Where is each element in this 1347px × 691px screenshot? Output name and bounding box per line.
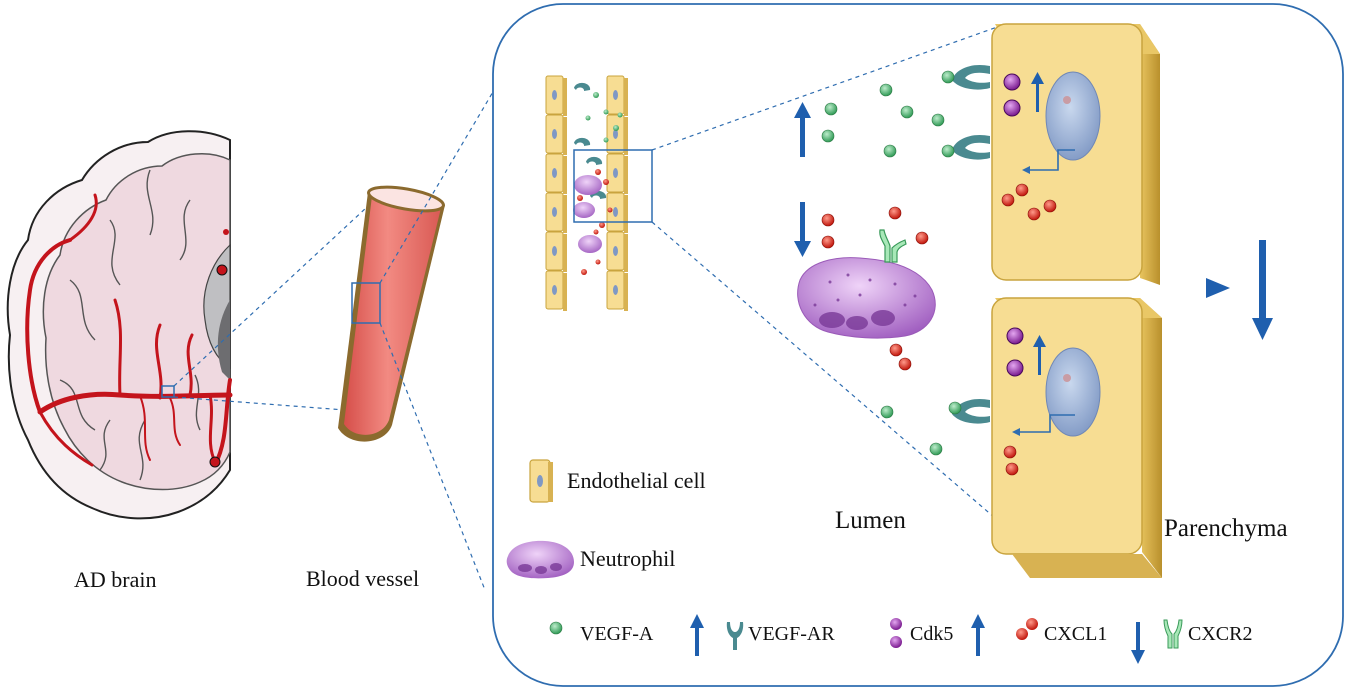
legend-cdk5-label: Cdk5 xyxy=(910,623,954,645)
blood-vessel-illustration xyxy=(338,185,445,442)
capillary-cell-nucleus xyxy=(613,285,618,295)
vessel-zoom-box xyxy=(351,282,381,324)
capillary-cell-nucleus xyxy=(552,90,557,100)
legend-endothelial-cell-label: Endothelial cell xyxy=(567,468,706,493)
legend-cdk5-icon xyxy=(890,618,902,648)
endothelial-cell-upper xyxy=(991,23,1160,285)
legend-endothelial-icon xyxy=(529,459,553,503)
label-blood-vessel: Blood vessel xyxy=(306,566,420,591)
legend-cxcr2-label: CXCR2 xyxy=(1188,623,1253,645)
capillary-cell-nucleus xyxy=(613,129,618,139)
transmigration-arrow xyxy=(930,278,1230,298)
legend-cxcl1-label: CXCL1 xyxy=(1044,623,1108,645)
legend-vegf-ar-icon xyxy=(726,622,744,650)
capillary-cell-nucleus xyxy=(613,90,618,100)
vegf-a-molecules xyxy=(821,70,962,456)
legend-cxcl1-icon xyxy=(1016,618,1038,640)
cxcl1-molecules xyxy=(821,183,1057,476)
cdk5-molecules xyxy=(1003,73,1024,377)
capillary-cell-nucleus xyxy=(552,207,557,217)
nucleus-lower xyxy=(1045,347,1101,437)
legend-cxcr2-icon xyxy=(1163,619,1183,649)
capillary-cell-nucleus xyxy=(613,207,618,217)
cdk5-up-arrows xyxy=(1031,72,1046,375)
capillary-cell-nucleus xyxy=(613,168,618,178)
neutrophil-large xyxy=(797,229,936,339)
brain-vessels xyxy=(25,193,233,467)
capillary-cell-nucleus xyxy=(552,285,557,295)
lumen-arrows xyxy=(794,102,811,257)
brain-zoom-box xyxy=(161,385,175,398)
capillary-cell-nucleus xyxy=(613,246,618,256)
label-ad-brain: AD brain xyxy=(74,567,157,592)
legend-cxcl1-down-arrow xyxy=(1131,622,1145,664)
capillary-overview xyxy=(545,75,653,311)
ad-brain-illustration xyxy=(6,130,233,520)
legend-neutrophil-icon xyxy=(506,540,574,579)
capillary-cell-nucleus xyxy=(552,246,557,256)
zoom-lines-brain xyxy=(173,194,381,411)
capillary-zoom-box xyxy=(573,149,653,223)
legend-vegf-ar-label: VEGF-AR xyxy=(748,623,835,645)
capillary-cell-nucleus xyxy=(552,129,557,139)
label-parenchyma: Parenchyma xyxy=(1164,515,1288,542)
legend-vegf-a-icon xyxy=(549,621,563,635)
zoom-lines-capillary xyxy=(651,25,1001,519)
nucleus-upper xyxy=(1045,71,1101,161)
signal-arrows xyxy=(1020,149,1075,433)
capillary-cell-nucleus xyxy=(552,168,557,178)
label-lumen: Lumen xyxy=(835,507,906,534)
legend-vegf-a-up-arrow xyxy=(690,614,704,656)
vegf-ar-receptors xyxy=(952,64,990,424)
legend-cdk5-up-arrow xyxy=(971,614,985,656)
parenchyma-down-arrow xyxy=(1252,240,1273,340)
endothelial-cell-lower xyxy=(991,297,1162,578)
cxcr2-receptor xyxy=(879,229,907,263)
legend-neutrophil-label: Neutrophil xyxy=(580,546,676,571)
legend-vegf-a-label: VEGF-A xyxy=(580,623,654,645)
